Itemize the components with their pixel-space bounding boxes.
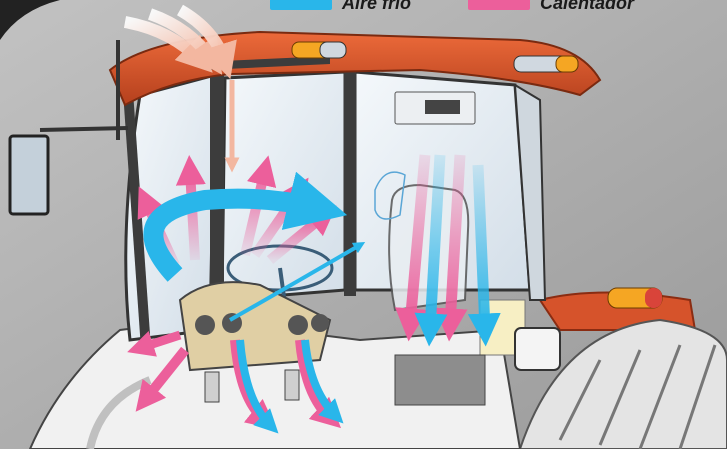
cold-air-swatch [270, 0, 332, 10]
roof-air-intake-icon [123, 4, 240, 173]
cold-air-label: Aire frío [342, 0, 412, 13]
legend: Aire frío Calentador [0, 0, 727, 14]
rear-tire-icon [518, 318, 727, 449]
dashboard-vent-icon [178, 281, 332, 372]
heater-label: Calentador [540, 0, 635, 13]
legend-heater: Calentador [468, 0, 634, 12]
side-mirror-icon [8, 126, 129, 216]
heater-swatch [468, 0, 530, 10]
legend-cold-air: Aire frío [270, 0, 411, 12]
floor-vent-icon [204, 369, 300, 403]
tail-lamp-icon [607, 287, 663, 309]
overhead-vent-icon [394, 91, 476, 125]
beacon-lamp-icon [291, 41, 579, 73]
cold-air-flow [143, 154, 501, 434]
